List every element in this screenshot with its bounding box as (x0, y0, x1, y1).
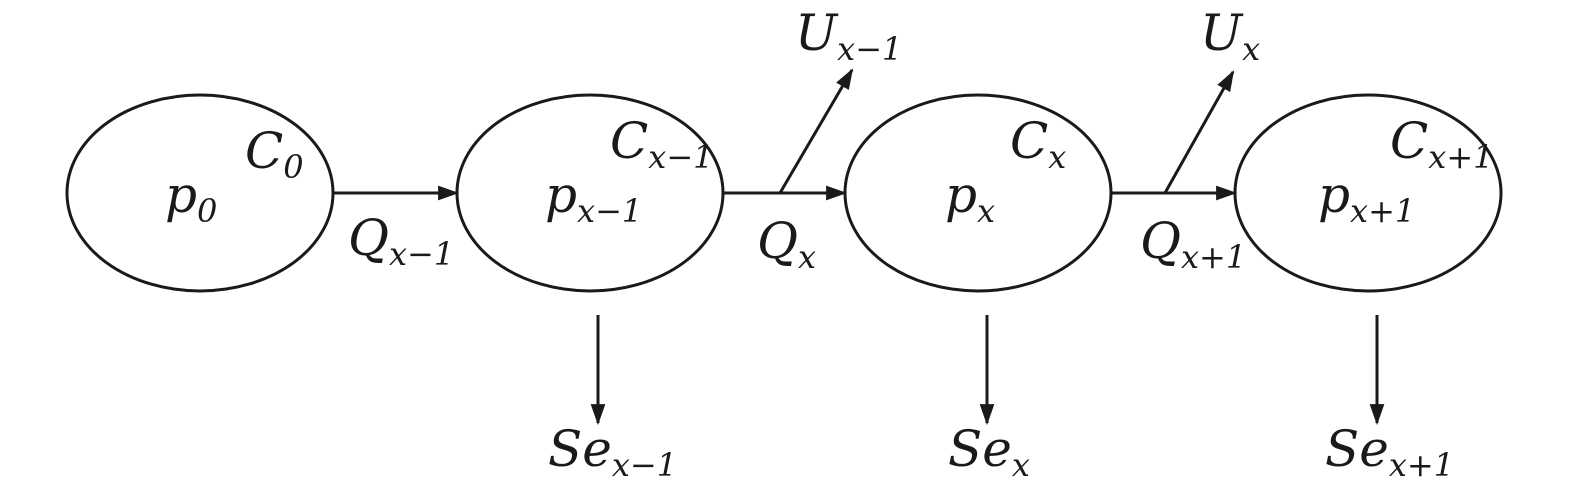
flow-label-0: Qx−1 (348, 209, 454, 273)
node-0: p0 C0 (65, 93, 335, 293)
node-x-minus-1: px−1 Cx−1 (455, 93, 725, 293)
node-x-minus-1-c-label: Cx−1 (610, 112, 713, 176)
node-x-plus-1: px+1 Cx+1 (1233, 93, 1503, 293)
uptake-label-1: Ux (1200, 4, 1260, 68)
uptake-label-0: Ux−1 (795, 4, 902, 68)
node-x-c-label: Cx (1010, 112, 1066, 176)
uptake-arrow-1 (1163, 70, 1235, 194)
node-0-p-label: p0 (165, 166, 217, 230)
settlement-label-2: Sex+1 (1325, 420, 1454, 484)
node-x-plus-1-c-label: Cx+1 (1390, 112, 1493, 176)
node-x: px Cx (843, 93, 1113, 293)
node-x-minus-1-p-label: px−1 (545, 166, 642, 230)
node-0-c-label: C0 (245, 122, 304, 186)
settlement-label-1: Sex (948, 420, 1030, 484)
settlement-label-0: Sex−1 (548, 420, 677, 484)
flow-label-2: Qx+1 (1140, 212, 1246, 276)
node-x-p-label: px (945, 166, 995, 230)
node-x-plus-1-p-label: px+1 (1318, 166, 1415, 230)
uptake-arrow-0 (778, 68, 854, 194)
flow-label-1: Qx (757, 212, 816, 276)
